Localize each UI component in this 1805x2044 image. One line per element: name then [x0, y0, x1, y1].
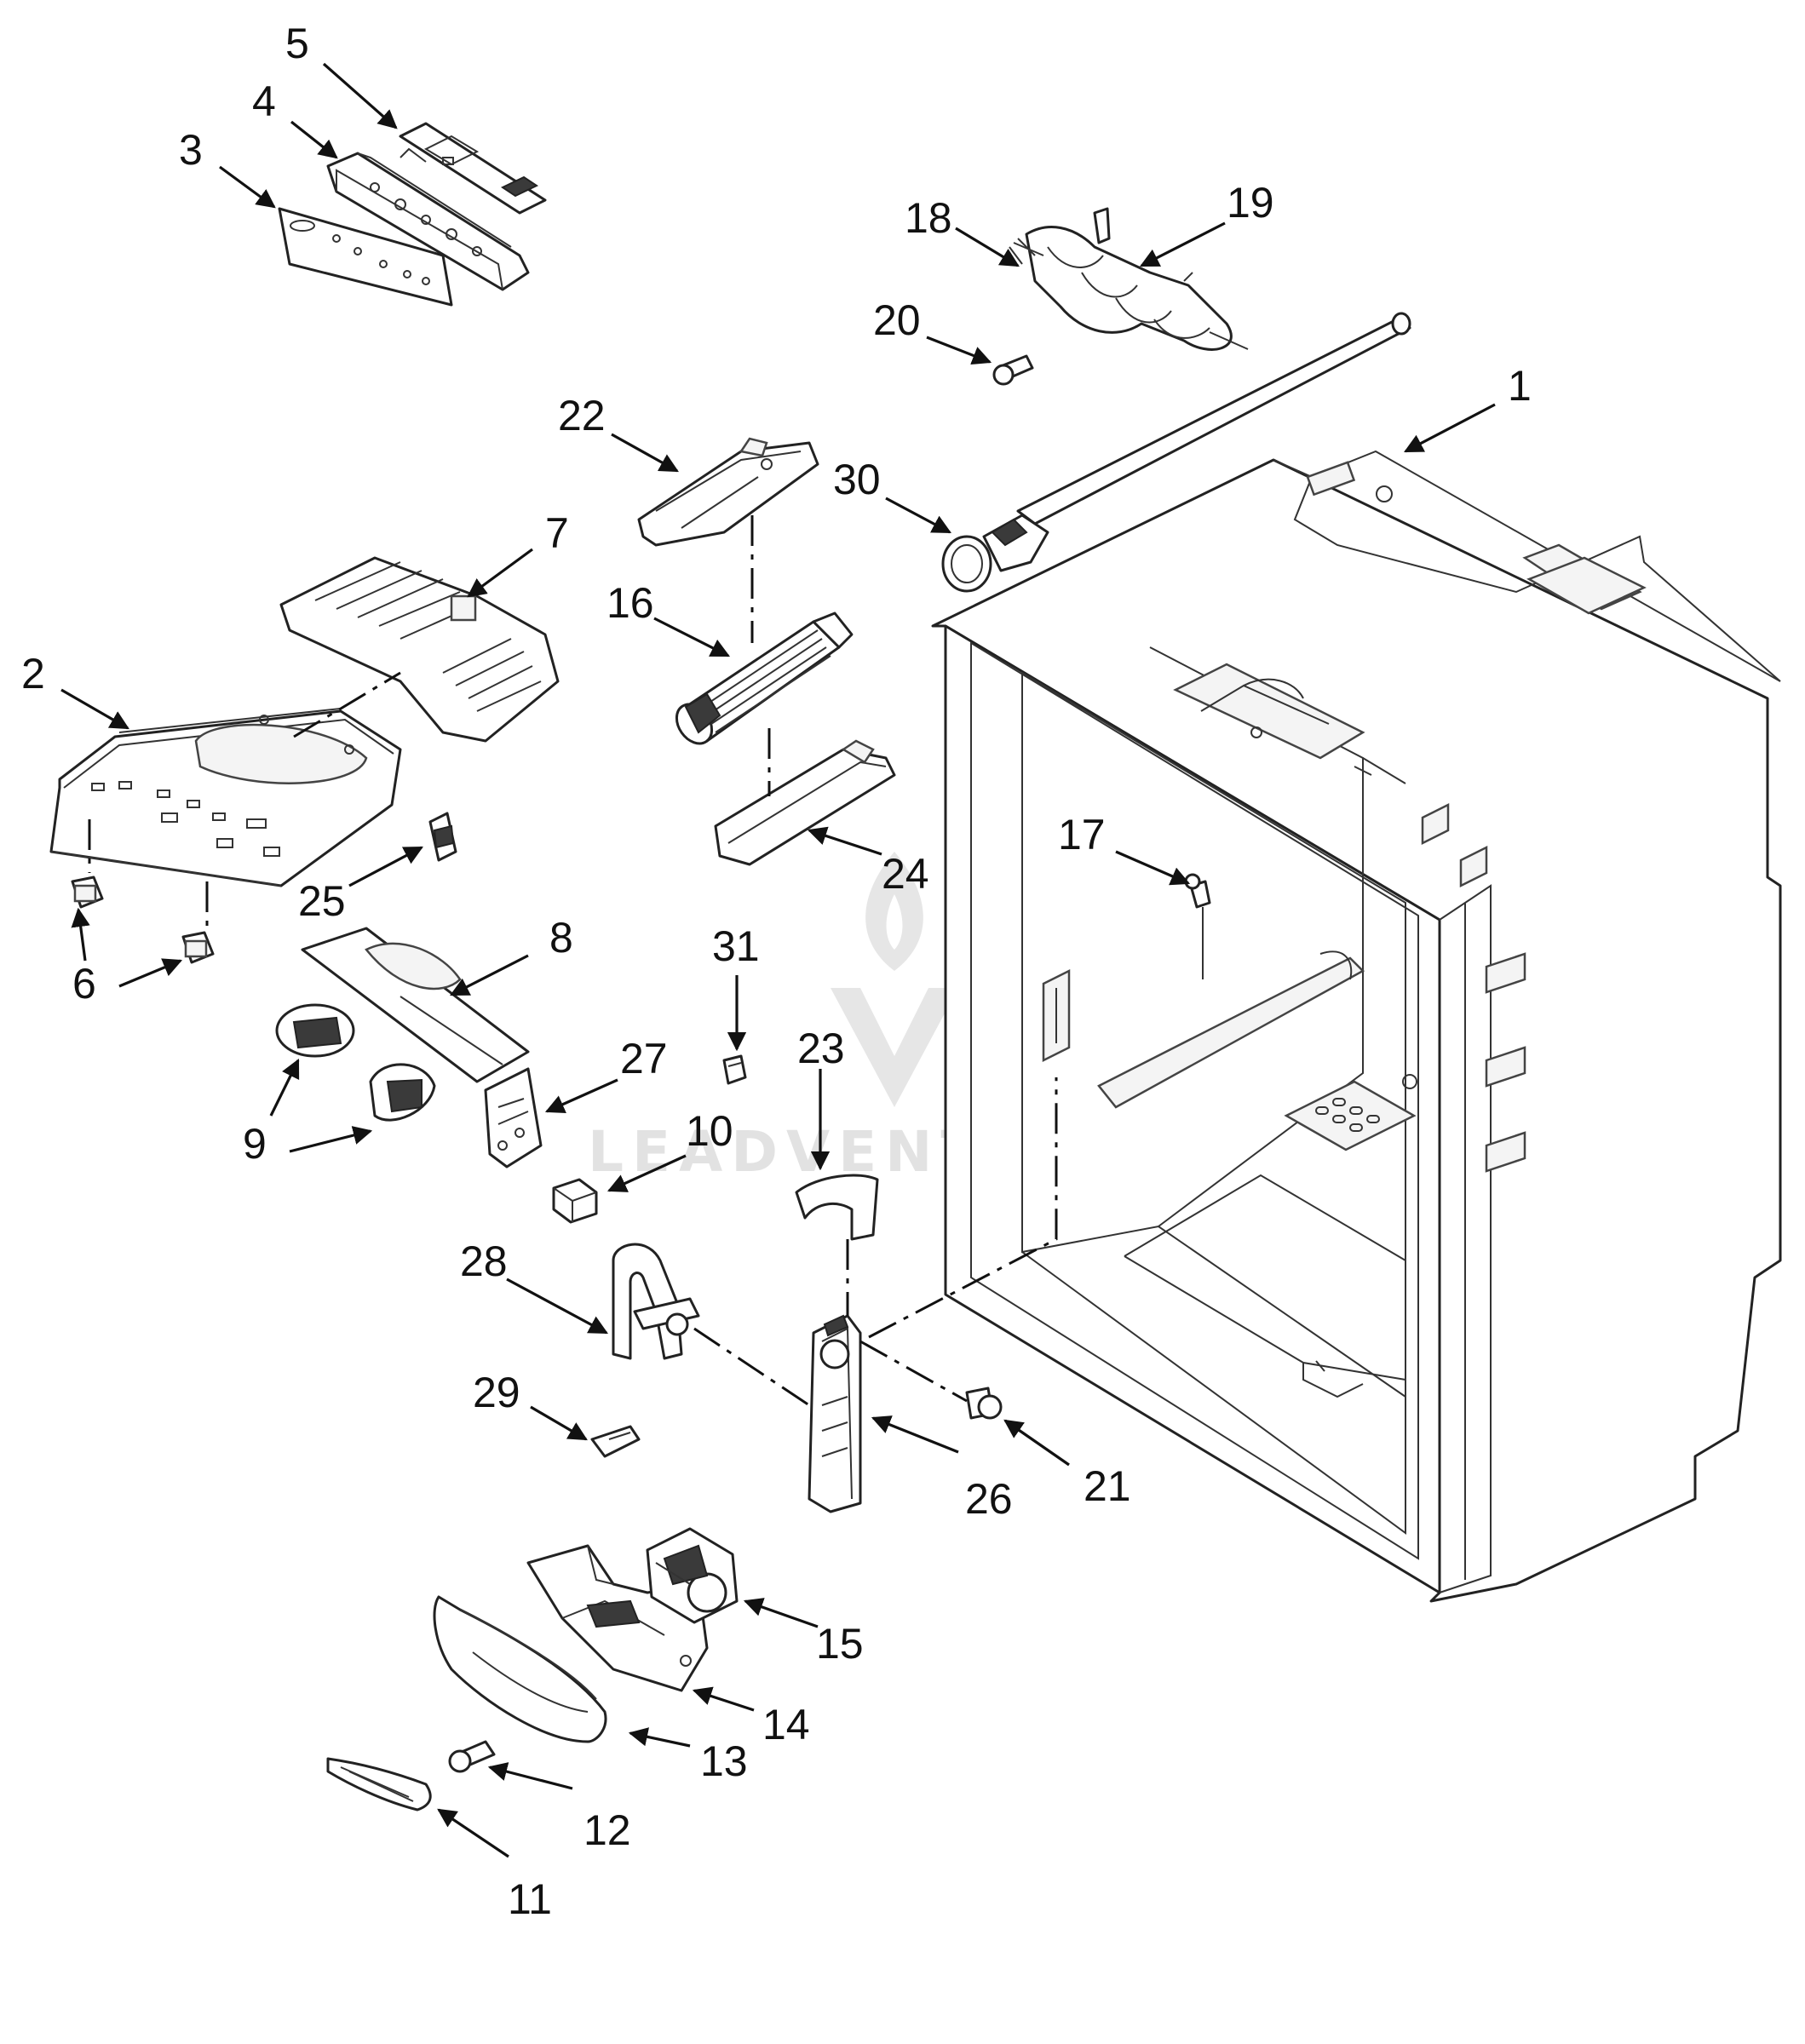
callout-24-label: 24 — [882, 850, 929, 898]
callout-12-label: 12 — [583, 1806, 631, 1854]
lv-logo-icon — [831, 988, 958, 1107]
screw-12 — [448, 1740, 496, 1773]
callout-8: 8 — [450, 914, 573, 996]
cabinet-liner — [931, 450, 1782, 1603]
dispenser-lever — [808, 1314, 862, 1513]
callout-26: 26 — [871, 1415, 1013, 1523]
callout-23-label: 23 — [797, 1025, 845, 1072]
heater-coil — [1009, 207, 1249, 351]
switches — [71, 876, 215, 964]
callout-31-label: 31 — [712, 922, 760, 970]
control-decal — [278, 207, 453, 307]
control-bracket — [326, 147, 530, 291]
callout-13: 13 — [628, 1727, 748, 1785]
drip-tray — [433, 1595, 607, 1743]
callout-17-label: 17 — [1058, 811, 1106, 858]
callout-18: 18 — [905, 194, 1020, 267]
callout-6-label: 6 — [72, 960, 96, 1008]
callout-15: 15 — [743, 1598, 864, 1668]
callout-4-label: 4 — [252, 78, 276, 125]
callout-31: 31 — [712, 922, 760, 1052]
heater-connector — [941, 312, 1411, 593]
water-tube — [612, 1243, 700, 1360]
callout-12: 12 — [487, 1762, 631, 1854]
callouts: 1 2 3 4 5 6 7 8 — [21, 20, 1532, 1923]
callout-23: 23 — [797, 1025, 845, 1171]
callout-27: 27 — [544, 1035, 668, 1114]
dispenser-housing — [49, 708, 402, 887]
tube-clip — [590, 1425, 641, 1458]
switch-bracket — [484, 1067, 543, 1168]
callout-21-label: 21 — [1084, 1462, 1131, 1510]
small-clip — [722, 1054, 747, 1085]
callout-30: 30 — [833, 456, 951, 534]
drip-tray-trim — [326, 1757, 432, 1811]
callout-29-label: 29 — [473, 1369, 520, 1416]
callout-22: 22 — [558, 392, 679, 473]
callout-16-label: 16 — [606, 579, 654, 627]
flame-icon — [865, 852, 923, 971]
callout-2: 2 — [21, 650, 129, 730]
callout-17: 17 — [1058, 811, 1191, 886]
callout-28-label: 28 — [460, 1237, 508, 1285]
callout-28: 28 — [460, 1237, 608, 1335]
callout-4: 4 — [252, 78, 338, 159]
outlet-cover — [795, 1174, 879, 1241]
callout-2-label: 2 — [21, 650, 45, 698]
callout-25: 25 — [298, 846, 423, 925]
callout-16: 16 — [606, 579, 730, 657]
callout-30-label: 30 — [833, 456, 881, 503]
callout-14-label: 14 — [762, 1701, 810, 1748]
motor-bracket-lower — [714, 739, 896, 866]
callout-7-label: 7 — [545, 509, 569, 557]
motor-bracket-upper — [637, 437, 819, 547]
callout-19-label: 19 — [1227, 179, 1274, 227]
callout-26-label: 26 — [965, 1475, 1013, 1523]
actuator-motor — [646, 1527, 739, 1624]
callout-7: 7 — [467, 509, 569, 598]
callout-14: 14 — [692, 1686, 810, 1748]
assembly-lines — [88, 515, 1058, 1407]
light-switch — [428, 812, 457, 862]
screw-21 — [965, 1387, 1003, 1420]
callout-10-label: 10 — [686, 1107, 733, 1155]
callout-6: 6 — [71, 907, 183, 1008]
callout-13-label: 13 — [700, 1737, 748, 1785]
switch-block — [552, 1178, 598, 1224]
callout-24: 24 — [807, 826, 929, 898]
callout-1-label: 1 — [1508, 362, 1532, 410]
callout-29: 29 — [473, 1369, 588, 1441]
callout-21: 21 — [1003, 1419, 1131, 1510]
callout-11-label: 11 — [508, 1875, 552, 1923]
callout-11: 11 — [437, 1808, 552, 1923]
callout-3-label: 3 — [179, 126, 203, 174]
callout-5: 5 — [285, 20, 398, 129]
callout-9: 9 — [243, 1058, 373, 1168]
callout-27-label: 27 — [620, 1035, 668, 1082]
ice-duct-cover — [279, 556, 560, 743]
paddles — [275, 1003, 436, 1122]
screw-20 — [992, 354, 1034, 386]
callout-5-label: 5 — [285, 20, 309, 67]
auger-motor — [675, 611, 854, 745]
callout-18-label: 18 — [905, 194, 952, 242]
callout-15-label: 15 — [816, 1620, 864, 1668]
callout-25-label: 25 — [298, 877, 346, 925]
callout-9-label: 9 — [243, 1120, 267, 1168]
callout-8-label: 8 — [549, 914, 573, 962]
control-board — [399, 122, 547, 215]
callout-3: 3 — [179, 126, 276, 209]
light-bracket — [301, 927, 530, 1083]
callout-20: 20 — [873, 296, 992, 365]
callout-10: 10 — [606, 1107, 733, 1192]
callout-19: 19 — [1140, 179, 1274, 267]
callout-22-label: 22 — [558, 392, 606, 439]
callout-20-label: 20 — [873, 296, 921, 344]
callout-1: 1 — [1404, 362, 1532, 453]
